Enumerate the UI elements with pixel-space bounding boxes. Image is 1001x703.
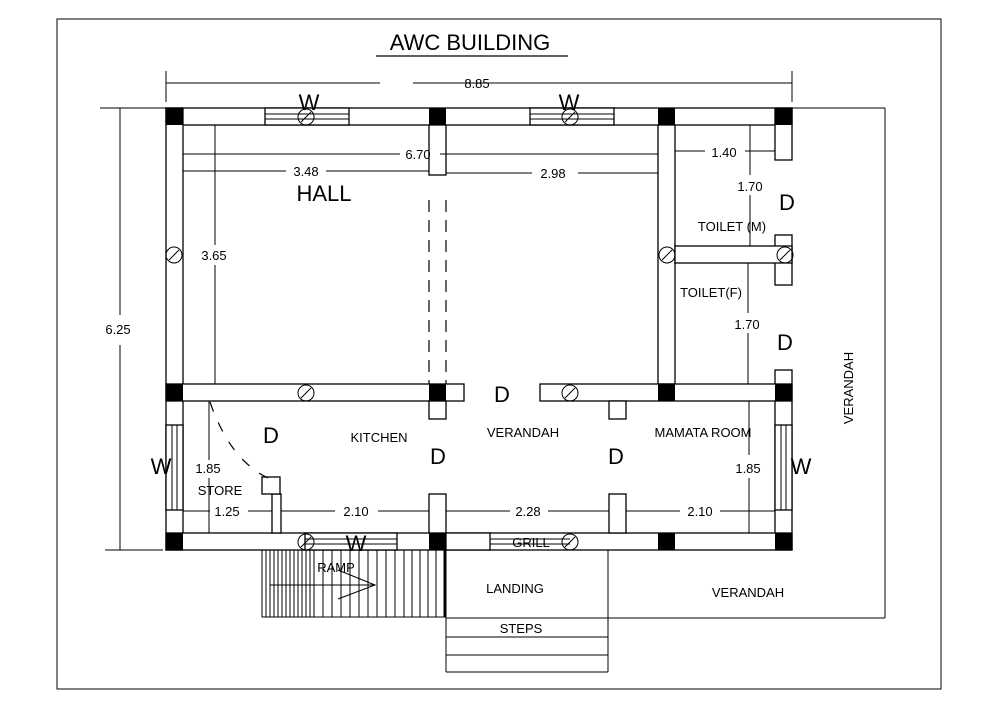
landing-steps xyxy=(445,550,609,673)
column xyxy=(658,384,675,401)
door-marker: D xyxy=(494,382,510,407)
ventilator-icon xyxy=(165,246,183,264)
window-marker: W xyxy=(299,90,320,115)
wall-store xyxy=(271,493,282,534)
dim-label-hall-width: 3.48 xyxy=(293,164,318,179)
wall-stub-verandah xyxy=(608,493,627,534)
ventilator-icon xyxy=(561,533,579,551)
window-right xyxy=(774,424,793,511)
ventilator-icon xyxy=(561,384,579,402)
window-marker: W xyxy=(559,90,580,115)
label-grill: GRILL xyxy=(512,535,550,550)
room-label-verandah-bottom: VERANDAH xyxy=(712,585,784,600)
columns xyxy=(166,108,792,550)
ramp xyxy=(261,549,446,618)
window-marker: W xyxy=(791,454,812,479)
wall-mid-stub-left xyxy=(428,400,447,420)
ventilator-icon xyxy=(658,246,676,264)
store-door-swing xyxy=(209,401,269,479)
room-label-mamata-room: MAMATA ROOM xyxy=(654,425,751,440)
wall-toilet-divider xyxy=(674,245,793,264)
window-left xyxy=(165,424,184,511)
dim-label-toilet-width: 1.40 xyxy=(711,145,736,160)
room-label-verandah-inner: VERANDAH xyxy=(487,425,559,440)
wall-mid-left xyxy=(165,383,465,402)
dim-label-overall-depth: 6.25 xyxy=(105,322,130,337)
ramp-arrow-head-icon xyxy=(337,569,377,600)
window-marker: W xyxy=(151,454,172,479)
ventilator-icon xyxy=(561,108,579,126)
column xyxy=(429,108,446,125)
window-marker: W xyxy=(346,531,367,556)
door-marker: D xyxy=(608,444,624,469)
dim-label-middle-width: 2.98 xyxy=(540,166,565,181)
dim-label-kitchen-width: 2.10 xyxy=(343,504,368,519)
ramp-hatch xyxy=(265,550,445,617)
column xyxy=(166,384,183,401)
dim-label-toilet-m-depth: 1.70 xyxy=(737,179,762,194)
door-marker: D xyxy=(777,330,793,355)
dim-label-store-depth: 1.85 xyxy=(195,461,220,476)
door-marker: D xyxy=(263,423,279,448)
door-marker: D xyxy=(430,444,446,469)
room-label-landing: LANDING xyxy=(486,581,544,596)
wall-hall-partition-top xyxy=(428,124,447,176)
ventilator-icon xyxy=(297,108,315,126)
ventilator-icon xyxy=(297,384,315,402)
window-top-right xyxy=(529,107,615,126)
room-label-ramp: RAMP xyxy=(317,560,355,575)
dim-overall-width xyxy=(165,71,793,102)
dim-label-store-width: 1.25 xyxy=(214,504,239,519)
room-label-verandah-right: VERANDAH xyxy=(841,352,856,424)
dim-label-mamata-depth: 1.85 xyxy=(735,461,760,476)
room-label-hall: HALL xyxy=(296,181,351,206)
drawing-frame xyxy=(56,18,942,690)
dim-label-hall-to-toilet: 6.70 xyxy=(405,147,430,162)
wall-mid-stub xyxy=(608,400,627,420)
room-label-kitchen: KITCHEN xyxy=(350,430,407,445)
column xyxy=(775,384,792,401)
ventilator-symbols xyxy=(165,108,794,551)
ventilator-icon xyxy=(776,246,794,264)
door-marker: D xyxy=(779,190,795,215)
room-label-toilet-f: TOILET(F) xyxy=(680,285,742,300)
dim-label-toilet-f-depth: 1.70 xyxy=(734,317,759,332)
room-label-store: STORE xyxy=(198,483,243,498)
wall-top xyxy=(165,107,793,126)
column xyxy=(658,108,675,125)
store-door-post xyxy=(261,476,281,495)
interior-dimension-lines xyxy=(183,125,775,533)
dim-label-overall-width: 8.85 xyxy=(464,76,489,91)
wall-stub-kitchen xyxy=(428,493,447,534)
dim-label-mamata-width: 2.10 xyxy=(687,504,712,519)
column xyxy=(429,384,446,401)
column xyxy=(658,533,675,550)
dim-label-verandah-width: 2.28 xyxy=(515,504,540,519)
wall-toilet-partition xyxy=(657,124,676,385)
room-label-toilet-m: TOILET (M) xyxy=(698,219,766,234)
window-bottom xyxy=(304,532,398,551)
column xyxy=(775,108,792,125)
column xyxy=(166,533,183,550)
column xyxy=(166,108,183,125)
dim-label-hall-depth: 3.65 xyxy=(201,248,226,263)
room-label-steps: STEPS xyxy=(500,621,543,636)
drawing-title: AWC BUILDING xyxy=(390,30,551,55)
column xyxy=(429,533,446,550)
column xyxy=(775,533,792,550)
